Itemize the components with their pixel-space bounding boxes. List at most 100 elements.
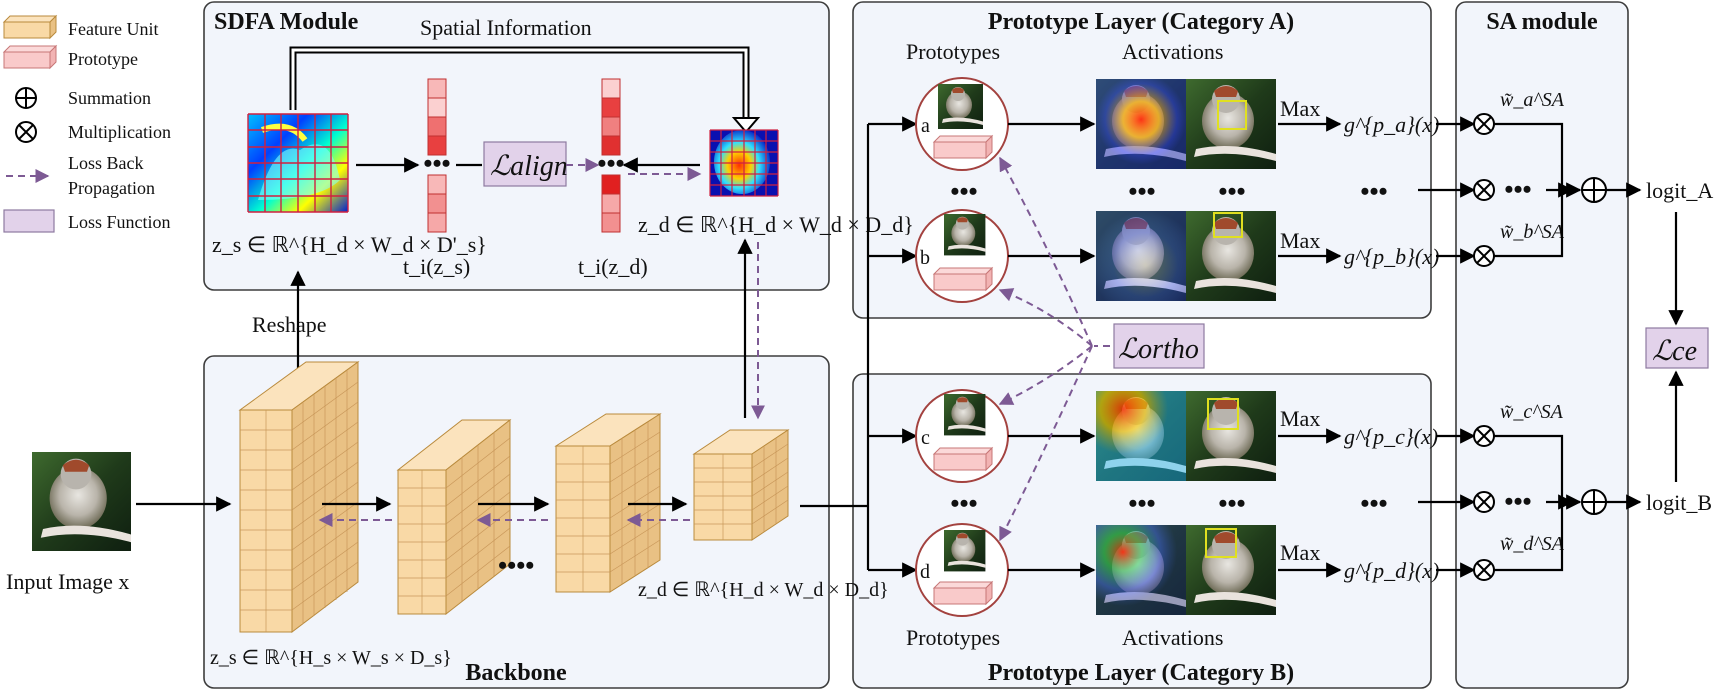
activation-a-dots-2: •••: [1218, 177, 1245, 206]
sa-panel: [1455, 1, 1629, 689]
ti-zd-label: t_i(z_d): [578, 254, 648, 279]
proto-label-d: d: [920, 561, 930, 583]
proto-a-prototypes-label: Prototypes: [906, 39, 1000, 64]
multiplication-icon-c: [1473, 425, 1495, 447]
legend-loss-back-label-2: Propagation: [68, 178, 155, 198]
activation-map-d: [1096, 525, 1276, 615]
loss-ce-label: ℒce: [1652, 336, 1697, 367]
ortho-to-a-arrow: [999, 156, 1093, 347]
input-image: [32, 452, 131, 551]
weight-c-label: w̃_c^SA: [1500, 401, 1564, 423]
weight-d-label: w̃_d^SA: [1500, 533, 1565, 555]
proto-label-b: b: [920, 247, 930, 269]
loss-align-box: [483, 141, 567, 187]
svg-text:•••: •••: [597, 149, 624, 178]
legend-feature-unit-label: Feature Unit: [68, 19, 158, 39]
activation-map-a: [1096, 79, 1276, 169]
multiplication-icon-a-mid: [1473, 179, 1495, 201]
feature-block-2: [396, 418, 512, 616]
g-pc-label: g^{p_c}(x): [1344, 424, 1438, 449]
ortho-to-c-arrow: [998, 345, 1093, 405]
spatial-info-label: Spatial Information: [420, 15, 592, 40]
activation-b-dots-2: •••: [1218, 489, 1245, 518]
backbone-panel: [203, 355, 830, 689]
max-label-a: Max: [1280, 96, 1320, 121]
legend-summation-label: Summation: [68, 88, 151, 108]
legend-prototype-label: Prototype: [68, 49, 138, 69]
ti-zs-label: t_i(z_s): [403, 254, 470, 279]
proto-b-dots: •••: [950, 489, 977, 518]
sdfa-title: SDFA Module: [214, 9, 359, 35]
logit-b-label: logit_B: [1646, 490, 1712, 515]
max-label-c: Max: [1280, 406, 1320, 431]
sa-title: SA module: [1486, 9, 1598, 35]
g-dots-b: •••: [1360, 489, 1387, 518]
g-pb-label: g^{p_b}(x): [1344, 244, 1439, 269]
proto-a-activations-label: Activations: [1122, 39, 1223, 64]
reshape-label: Reshape: [252, 312, 327, 337]
zd-heatmap: [709, 129, 779, 197]
merge-a-top: [1494, 122, 1564, 190]
feature-block-3: [554, 413, 662, 593]
activation-map-c: [1096, 391, 1276, 481]
zs-heatmap: [247, 113, 349, 213]
feature-block-4: [692, 429, 790, 541]
loss-ce-box: [1645, 327, 1709, 369]
legend-loss-back-label-1: Loss Back: [68, 153, 144, 173]
legend-multiplication-label: Multiplication: [68, 122, 171, 142]
proto-b-prototypes-label: Prototypes: [906, 625, 1000, 650]
multiplication-icon-c-mid: [1473, 491, 1495, 513]
legend-feature-unit-icon: [2, 14, 58, 40]
ortho-to-b-arrow: [998, 288, 1093, 347]
ortho-to-d-arrow: [999, 345, 1093, 542]
multiplication-icon-a: [1473, 113, 1495, 135]
loss-ortho-label: ℒortho: [1118, 334, 1199, 365]
proto-label-c: c: [921, 427, 930, 449]
zd-backbone-label: z_d ∈ ℝ^{H_d × W_d × D_d}: [638, 579, 889, 601]
max-label-d: Max: [1280, 540, 1320, 565]
input-image-label: Input Image x: [6, 569, 129, 594]
merge-b-top: [1494, 434, 1564, 502]
summation-icon-b: [1581, 489, 1607, 515]
merge-b-bottom: [1494, 502, 1564, 572]
proto-label-a: a: [921, 115, 930, 137]
spatial-info-arrowhead: [731, 117, 761, 134]
backbone-title: Backbone: [465, 660, 567, 686]
ti-zd-vector: •••: [597, 78, 625, 233]
spatial-info-arrow-inner: [291, 48, 748, 122]
proto-a-title: Prototype Layer (Category A): [988, 9, 1294, 35]
zd-sdfa-label: z_d ∈ ℝ^{H_d × W_d × D_d}: [638, 212, 914, 237]
g-pa-label: g^{p_a}(x): [1344, 112, 1439, 137]
feature-block-1: [238, 361, 360, 634]
activation-a-dots-1: •••: [1128, 177, 1155, 206]
summation-icon: [15, 87, 37, 109]
ti-zs-vector: •••: [423, 78, 451, 233]
prototype-d: [915, 523, 1009, 617]
proto-b-title: Prototype Layer (Category B): [988, 660, 1294, 686]
logit-a-label: logit_A: [1646, 178, 1713, 203]
loss-align-label: ℒalign: [490, 151, 568, 182]
weight-b-label: w̃_b^SA: [1500, 221, 1565, 243]
loss-ortho-box: [1113, 323, 1205, 369]
proto-b-activations-label: Activations: [1122, 625, 1223, 650]
summation-icon-a: [1581, 177, 1607, 203]
max-label-b: Max: [1280, 228, 1320, 253]
backbone-dots: ••••: [498, 551, 534, 580]
multiplication-icon-b: [1473, 245, 1495, 267]
zs-sdfa-label: z_s ∈ ℝ^{H_d × W_d × D'_s}: [212, 232, 487, 257]
multiplication-icon-d: [1473, 559, 1495, 581]
prototype-a: [915, 77, 1009, 171]
g-dots-a: •••: [1360, 177, 1387, 206]
weight-a-label: w̃_a^SA: [1500, 89, 1565, 111]
merge-a-bottom: [1494, 190, 1564, 258]
legend-prototype-icon: [2, 44, 58, 70]
legend-loss-function-icon: [3, 209, 55, 233]
svg-text:•••: •••: [423, 149, 450, 178]
multiplication-icon: [15, 121, 37, 143]
activation-b-dots-1: •••: [1128, 489, 1155, 518]
sa-dots-a: •••: [1504, 175, 1531, 204]
zs-backbone-label: z_s ∈ ℝ^{H_s × W_s × D_s}: [210, 647, 452, 669]
sa-dots-b: •••: [1504, 487, 1531, 516]
